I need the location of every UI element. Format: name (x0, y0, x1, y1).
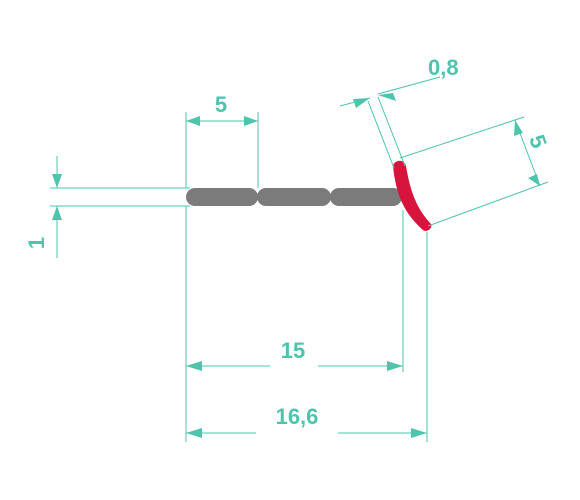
label-overall-length: 16,6 (276, 404, 319, 429)
label-thickness: 1 (24, 237, 49, 249)
base-strip (186, 188, 402, 206)
strip-segment-1 (186, 188, 258, 206)
label-lip-thickness: 0,8 (428, 55, 459, 80)
label-segment-width: 5 (215, 92, 227, 117)
seal-lip (393, 160, 432, 231)
dimension-lip-length: 5 (399, 116, 552, 227)
strip-joint-1 (252, 194, 262, 200)
label-base-length: 15 (281, 338, 305, 363)
dimension-overall-length: 16,6 (186, 232, 428, 442)
seal-profile (186, 160, 432, 231)
strip-segment-3 (330, 188, 402, 206)
dimension-segment-width: 5 (185, 92, 259, 188)
dimension-thickness: 1 (24, 156, 190, 258)
label-lip-length: 5 (524, 131, 552, 151)
strip-joint-2 (325, 194, 335, 200)
dimension-base-length: 15 (185, 206, 404, 442)
dimension-lip-thickness: 0,8 (339, 55, 459, 169)
strip-segment-2 (257, 188, 331, 206)
